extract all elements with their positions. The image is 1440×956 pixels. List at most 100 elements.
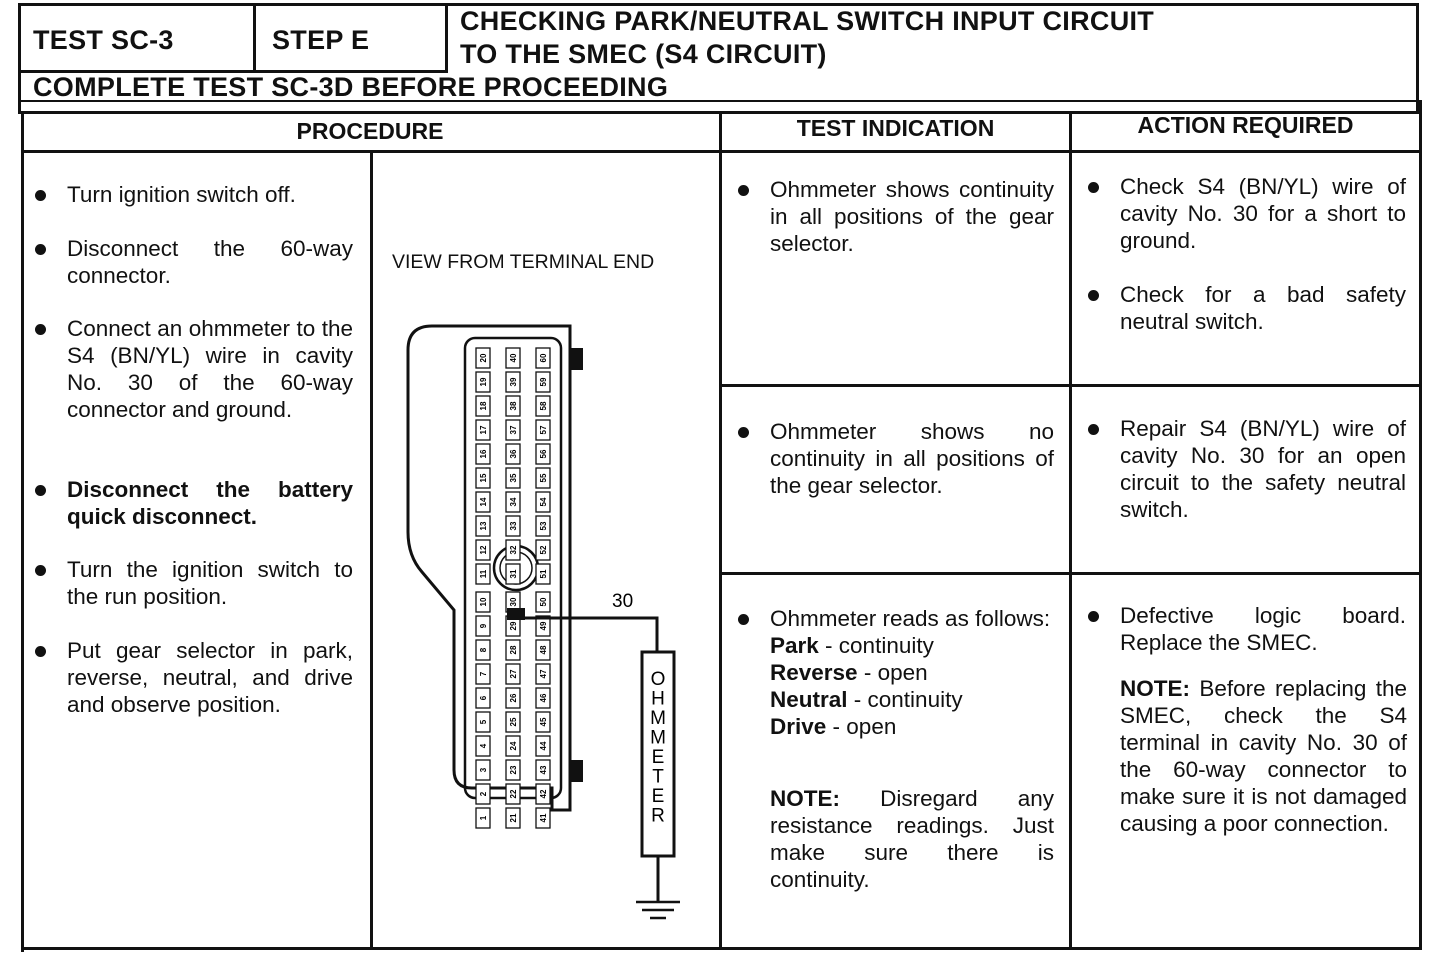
test-label: TEST SC-3 — [33, 25, 174, 55]
column-header-action: ACTION REQUIRED — [1137, 112, 1354, 138]
connector-diagram: 2019181716151413121110987654321403938373… — [406, 324, 680, 920]
indication-text: Ohmmeter reads as follows: Park - contin… — [770, 606, 1051, 739]
pin-label: 22 — [509, 789, 518, 798]
pin-label: 33 — [509, 521, 518, 530]
pin-label: 10 — [479, 597, 488, 606]
connector-pin — [505, 783, 521, 805]
pin-label: 49 — [539, 621, 548, 630]
pin-label: 56 — [539, 449, 548, 458]
pin-label: 3 — [479, 767, 488, 772]
connector-shell — [406, 324, 572, 812]
pin-label: 27 — [509, 669, 518, 678]
column-header-procedure: PROCEDURE — [296, 118, 444, 144]
pin-label: 39 — [509, 377, 518, 386]
pin-label: 30 — [509, 597, 518, 606]
header-sep-2 — [445, 3, 448, 72]
pin-label: 44 — [539, 741, 548, 750]
connector-pin — [505, 807, 521, 829]
connector-pin — [505, 443, 521, 465]
pin-label: 14 — [479, 497, 488, 506]
connector-pin — [505, 711, 521, 733]
view-label: VIEW FROM TERMINAL END — [392, 251, 655, 273]
connector-pin — [505, 467, 521, 489]
pin-label: 54 — [539, 497, 548, 506]
connector-pin — [535, 515, 551, 537]
indication-item: Ohmmeter reads as follows: Park - contin… — [738, 605, 1054, 740]
pin-label: 58 — [539, 401, 548, 410]
procedure-step: Disconnect the battery quick disconnect. — [35, 476, 353, 530]
latch-top — [569, 348, 583, 370]
pin-label: 60 — [539, 353, 548, 362]
connector-pin — [535, 443, 551, 465]
connector-pin — [475, 371, 491, 393]
connector-pin — [535, 371, 551, 393]
pin-label: 51 — [539, 569, 548, 578]
pin-label: 24 — [509, 741, 518, 750]
pin-label: 45 — [539, 717, 548, 726]
vline-procedure — [719, 111, 722, 949]
vline-indication — [1069, 111, 1072, 949]
connector-pin — [475, 443, 491, 465]
pin-label: 17 — [479, 425, 488, 434]
colhdr-hline — [18, 111, 1419, 114]
vline-inner-proc — [370, 150, 373, 949]
meter-lead — [525, 616, 659, 652]
procedure-step: Connect an ohmmeter to the S4 (BN/YL) wi… — [35, 315, 353, 423]
connector-pin — [475, 783, 491, 805]
pin-label: 12 — [479, 545, 488, 554]
cavity-label: 30 — [612, 591, 633, 612]
indication-note: NOTE: Disregard any resistance readings.… — [770, 786, 1054, 892]
pin-label: 23 — [509, 765, 518, 774]
connector-pin — [505, 735, 521, 757]
procedure-step: Disconnect the 60-way connector. — [35, 235, 353, 289]
connector-pin — [505, 539, 521, 561]
action-item: Repair S4 (BN/YL) wire of cavity No. 30 … — [1088, 415, 1406, 523]
pin-label: 29 — [509, 621, 518, 630]
pin-label: 50 — [539, 597, 548, 606]
connector-pin — [535, 563, 551, 585]
pin-label: 40 — [509, 353, 518, 362]
pin-label: 6 — [479, 695, 488, 700]
pin-label: 16 — [479, 449, 488, 458]
connector-pin — [475, 539, 491, 561]
connector-pin — [505, 419, 521, 441]
connector-pin — [475, 515, 491, 537]
border-left-lower — [21, 112, 24, 952]
pin-label: 28 — [509, 645, 518, 654]
connector-pin — [475, 711, 491, 733]
procedure-step: Turn ignition switch off. — [35, 181, 353, 208]
connector-pin — [505, 347, 521, 369]
pin-label: 46 — [539, 693, 548, 702]
bullet-icon — [35, 244, 46, 255]
pin-label: 4 — [479, 743, 488, 748]
connector-pin — [505, 639, 521, 661]
pin-label: 13 — [479, 521, 488, 530]
bullet-icon — [738, 185, 749, 196]
bullet-icon — [35, 324, 46, 335]
connector-pin — [475, 563, 491, 585]
border-left — [18, 3, 21, 114]
border-top — [18, 3, 1419, 6]
pin-label: 53 — [539, 521, 548, 530]
bullet-icon — [1088, 290, 1099, 301]
pin-label: 21 — [509, 813, 518, 822]
pin-label: 18 — [479, 401, 488, 410]
connector-pin — [535, 615, 551, 637]
pin-label: 9 — [479, 623, 488, 628]
step-label: STEP E — [272, 25, 370, 55]
connector-pin — [505, 759, 521, 781]
row-sep-1 — [719, 384, 1419, 387]
pin-label: 1 — [479, 815, 488, 820]
connector-pin — [475, 807, 491, 829]
pin-label: 47 — [539, 669, 548, 678]
indication-item: Ohmmeter shows continuity in all positio… — [738, 176, 1054, 257]
bullet-icon — [35, 565, 46, 576]
header-sep-1 — [253, 3, 256, 72]
connector-pin — [475, 759, 491, 781]
bullet-icon — [738, 614, 749, 625]
latch-bottom — [569, 760, 583, 782]
pin-label: 48 — [539, 645, 548, 654]
border-right-lower — [1419, 100, 1422, 948]
pin-label: 38 — [509, 401, 518, 410]
